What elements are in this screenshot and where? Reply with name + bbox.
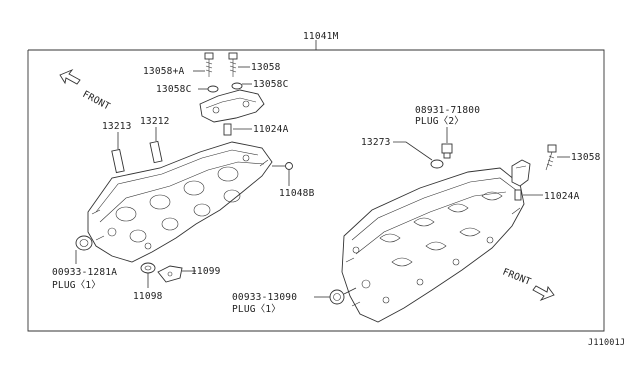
gasket-13273-icon	[430, 159, 444, 169]
diagram-code: J11001J	[588, 338, 625, 348]
stud-11048b-icon	[285, 162, 293, 170]
label-11024a-right: 11024A	[544, 191, 580, 202]
label-11048b: 11048B	[279, 188, 315, 199]
label-11024a-left: 11024A	[253, 124, 289, 135]
washer-left-icon	[207, 85, 219, 93]
gasket-13212-icon	[149, 140, 163, 164]
cam-bracket-right-icon	[511, 159, 531, 187]
plug-right-bottom-icon	[329, 289, 345, 305]
label-13058c-right: 13058C	[253, 79, 289, 90]
bolt-right-icon	[545, 144, 557, 171]
label-plug-right-top-desc: PLUG〈2〉	[415, 116, 464, 127]
assembly-number: 11041M	[303, 31, 339, 42]
label-13058: 13058	[251, 62, 281, 73]
bolt-13058a-icon	[204, 52, 214, 77]
label-13058-right: 13058	[571, 152, 601, 163]
label-plug-left-code: 00933-1281A	[52, 267, 117, 278]
washer-right-icon	[231, 82, 243, 90]
bracket-11099-icon	[157, 265, 183, 283]
gasket-13213-icon	[111, 148, 125, 174]
front-label-right: FRONT	[501, 267, 533, 288]
bolt-13058-icon	[228, 52, 238, 77]
leader-plug-right-bottom-2	[343, 287, 357, 295]
label-13058c-left: 13058C	[156, 84, 192, 95]
cam-bracket-icon	[199, 89, 265, 123]
assembly-frame	[27, 49, 605, 332]
label-13213: 13213	[102, 121, 132, 132]
front-label-left: FRONT	[81, 89, 112, 113]
right-cylinder-head	[341, 167, 525, 323]
dowel-right-icon	[514, 189, 522, 201]
label-13273: 13273	[361, 137, 391, 148]
plug-left-icon	[75, 235, 93, 251]
front-arrow-left-icon	[59, 68, 81, 85]
label-11099: 11099	[191, 266, 221, 277]
label-11098: 11098	[133, 291, 163, 302]
front-arrow-right-icon	[532, 285, 555, 301]
seal-11098-icon	[140, 262, 156, 274]
label-plug-left-desc: PLUG〈1〉	[52, 280, 101, 291]
dowel-left-icon	[223, 123, 232, 136]
label-plug-right-top-code: 08931-71800	[415, 105, 480, 116]
label-plug-right-bottom-code: 00933-13090	[232, 292, 297, 303]
label-plug-right-bottom-desc: PLUG〈1〉	[232, 304, 281, 315]
label-13058a: 13058+A	[143, 66, 185, 77]
plug-right-top-icon	[441, 143, 453, 159]
label-13212: 13212	[140, 116, 170, 127]
left-cylinder-head	[87, 141, 273, 263]
leader-13273	[393, 141, 433, 161]
